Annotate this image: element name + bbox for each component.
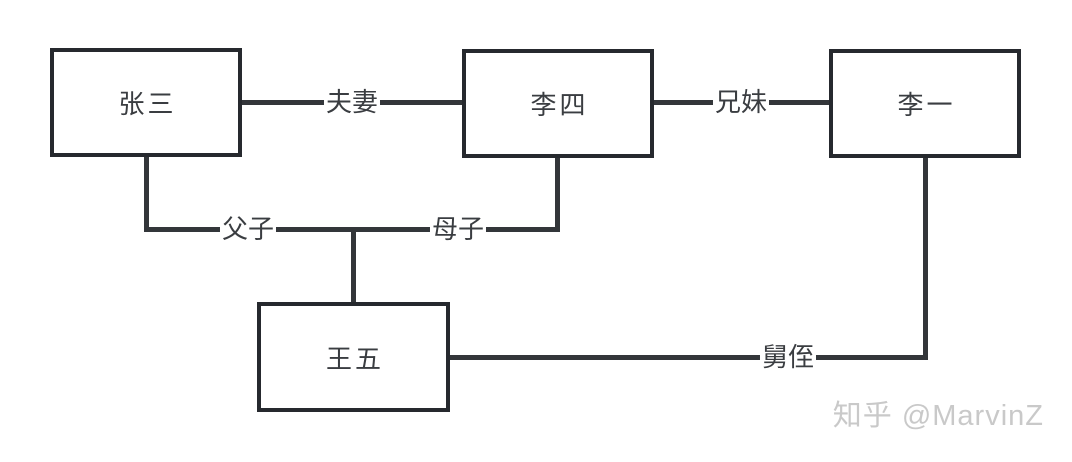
node-wangwu-label: 王五: [325, 344, 384, 374]
edge-line-wangwu-liyi-horizontal: [450, 355, 928, 360]
edge-label-uncle-nephew: 舅侄: [759, 343, 817, 372]
edge-label-sibling: 兄妹: [712, 88, 770, 117]
edge-label-father-son: 父子: [219, 215, 277, 244]
edge-label-mother-son: 母子: [429, 215, 487, 244]
edge-line-wangwu-liyi-vertical: [923, 158, 928, 360]
edge-line-junction-wangwu: [351, 227, 356, 302]
node-lisi: 李四: [462, 49, 654, 158]
edge-label-spouse: 夫妻: [323, 88, 381, 117]
node-zhangsan: 张三: [50, 48, 242, 157]
node-zhangsan-label: 张三: [118, 90, 177, 119]
watermark-zhihu: 知乎 @MarvinZ: [832, 400, 1044, 432]
edge-line-zhangsan-drop: [144, 157, 149, 232]
node-wangwu: 王五: [257, 302, 450, 412]
node-lisi-label: 李四: [530, 91, 589, 120]
edge-line-lisi-drop: [555, 158, 560, 232]
node-liyi: 李一: [829, 49, 1021, 158]
node-liyi-label: 李一: [897, 91, 956, 120]
